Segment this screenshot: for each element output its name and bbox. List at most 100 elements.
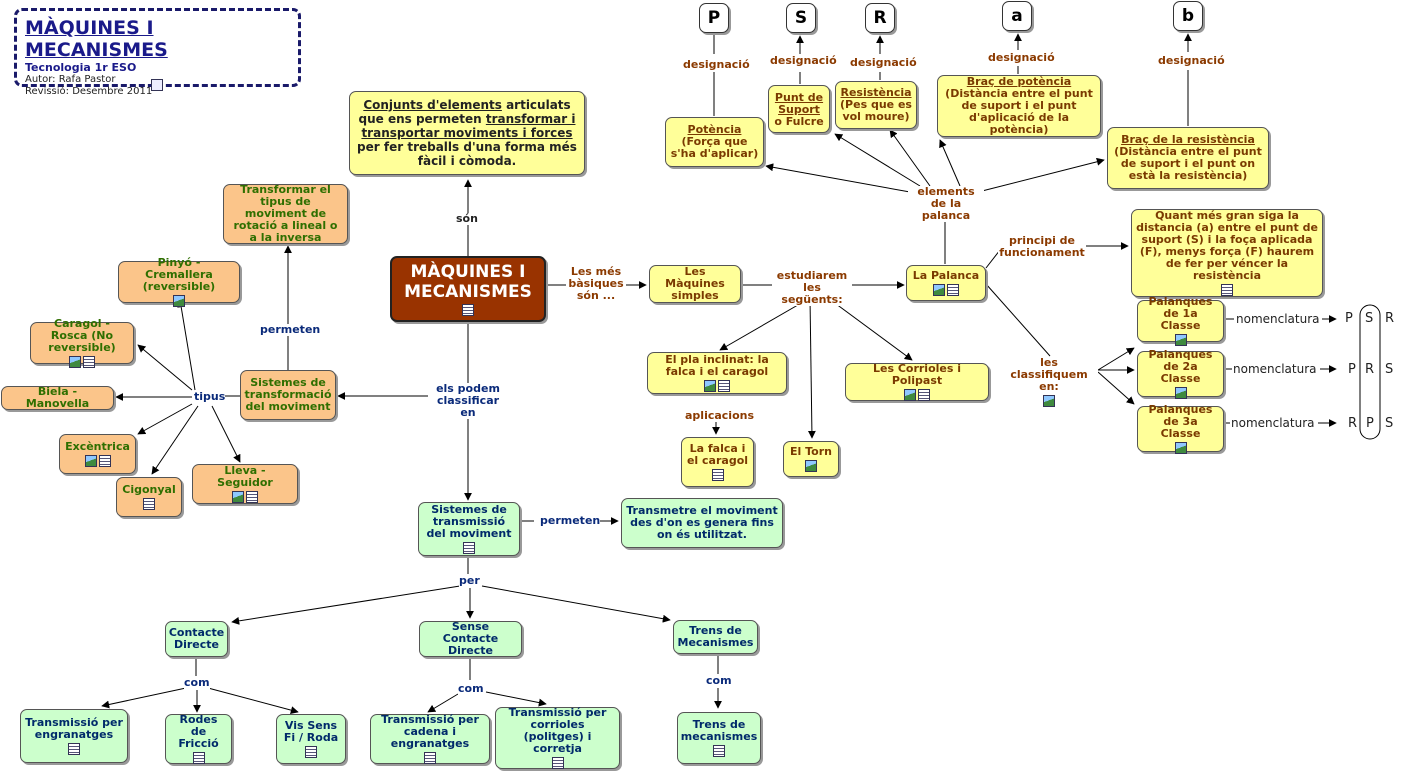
node-pinyo[interactable]: Pinyó - Cremallera (reversible) — [118, 257, 240, 307]
node-simples[interactable]: Les Màquines simples — [649, 265, 741, 303]
document-icon[interactable] — [192, 752, 205, 764]
document-icon[interactable] — [713, 745, 725, 757]
image-icon[interactable] — [1043, 395, 1055, 407]
revision-text: Revissió: Desembre 2011 — [25, 86, 153, 97]
link-label-elements: elements de la palanca — [908, 186, 984, 222]
document-icon[interactable] — [718, 380, 730, 392]
node-contacte[interactable]: Contacte Directe — [165, 621, 228, 657]
link-label-designacio-s: designació — [770, 54, 837, 67]
link-label-nomenclatura-3: nomenclatura — [1231, 416, 1315, 430]
page-subtitle: Tecnologia 1r ESO — [25, 61, 137, 74]
image-icon[interactable] — [704, 380, 716, 392]
node-rodes[interactable]: Rodes de Fricció — [165, 714, 232, 764]
node-biela[interactable]: Biela - Manovella — [1, 386, 114, 410]
node-palanca[interactable]: La Palanca — [906, 265, 986, 301]
image-icon[interactable] — [69, 356, 81, 368]
node-transmetre[interactable]: Transmetre el moviment des d'on es gener… — [621, 498, 783, 548]
node-trens[interactable]: Trens de Mecanismes — [673, 620, 758, 654]
document-icon[interactable] — [711, 469, 724, 481]
main-concept-node[interactable]: MÀQUINES I MECANISMES — [390, 256, 546, 322]
node-corrioles-transmissio[interactable]: Transmissió per corrioles (politges) i c… — [495, 707, 620, 769]
node-classe-2[interactable]: Palanques de 2a Classe — [1137, 349, 1224, 399]
image-icon[interactable] — [1174, 387, 1187, 399]
nomenclature-2-c: S — [1385, 362, 1394, 377]
link-label-permeten-1: permeten — [260, 323, 321, 336]
link-label-designacio-r: designació — [850, 56, 917, 69]
document-icon[interactable] — [424, 752, 436, 764]
node-sense-contacte[interactable]: Sense Contacte Directe — [419, 621, 522, 657]
document-icon[interactable] — [462, 304, 474, 316]
author-text: Autor: Rafa Pastor — [25, 74, 116, 85]
node-pla-inclinat[interactable]: El pla inclinat: la falca i el caragol — [647, 352, 787, 394]
definition-part-3: transformar i transportar moviments i fo… — [361, 112, 576, 140]
image-icon[interactable] — [1174, 442, 1187, 454]
nomenclature-3-c: S — [1385, 416, 1394, 431]
document-icon[interactable] — [83, 356, 95, 368]
node-transformacio[interactable]: Sistemes de transformació del moviment — [240, 370, 336, 420]
node-excentrica[interactable]: Excèntrica — [59, 434, 136, 474]
node-corrioles[interactable]: Les Corrioles i Polipast — [845, 363, 989, 401]
node-transmissio[interactable]: Sistemes de transmissió del moviment — [418, 502, 520, 556]
link-label-com-1: com — [184, 676, 210, 689]
node-cadena[interactable]: Transmissió per cadena i engranatges — [370, 714, 490, 764]
image-icon[interactable] — [805, 460, 817, 472]
document-icon[interactable] — [947, 284, 959, 296]
node-cigonyal[interactable]: Cigonyal — [116, 477, 182, 517]
image-icon[interactable] — [904, 389, 916, 401]
node-classe-1[interactable]: Palanques de 1a Classe — [1137, 296, 1224, 346]
document-icon[interactable] — [1221, 284, 1233, 296]
node-classe-3[interactable]: Palanques de 3a Classe — [1137, 404, 1224, 454]
document-icon[interactable] — [551, 757, 564, 769]
link-label-com-2: com — [458, 682, 484, 695]
node-caragol[interactable]: Caragol - Rosca (No reversible) — [30, 318, 134, 368]
node-brac-potencia[interactable]: Braç de potència(Distància entre el punt… — [937, 75, 1101, 137]
image-icon[interactable] — [1174, 334, 1187, 346]
document-icon[interactable] — [246, 491, 258, 503]
document-icon[interactable] — [918, 389, 930, 401]
nomenclature-1-c: R — [1385, 311, 1395, 326]
node-brac-resistencia[interactable]: Braç de la resistència(Distància entre e… — [1107, 127, 1269, 189]
concept-map-icon[interactable] — [151, 79, 163, 91]
link-label-principi: principi de funcionament — [998, 234, 1086, 259]
image-icon[interactable] — [232, 491, 244, 503]
document-icon[interactable] — [305, 746, 317, 758]
image-icon[interactable] — [84, 455, 97, 467]
link-label-tipus: tipus — [194, 390, 226, 403]
link-label-designacio-p: designació — [683, 58, 750, 71]
document-icon[interactable] — [68, 743, 80, 755]
definition-part-2: articulats que ens permeten — [358, 98, 571, 126]
image-icon[interactable] — [173, 295, 185, 307]
letter-r: R — [865, 3, 895, 33]
nomenclature-1-b: S — [1365, 311, 1374, 326]
link-label-nomenclatura-2: nomenclatura — [1233, 362, 1317, 376]
image-icon[interactable] — [933, 284, 945, 296]
letter-p: P — [699, 3, 729, 33]
letter-s: S — [786, 3, 816, 33]
definition-node: Conjunts d'elements articulats que ens p… — [349, 91, 585, 175]
node-falca[interactable]: La falca i el caragol — [681, 437, 754, 487]
node-resistencia[interactable]: Resistència(Pes que es vol moure) — [835, 81, 917, 129]
document-icon[interactable] — [143, 498, 155, 510]
node-transformar[interactable]: Transformar el tipus de moviment de rota… — [223, 184, 348, 244]
nomenclature-3-a: R — [1348, 416, 1358, 431]
link-label-podem: els podem classificar en — [428, 383, 508, 419]
nomenclature-3-b: P — [1366, 416, 1374, 431]
node-vis[interactable]: Vis Sens Fi / Roda — [276, 714, 346, 764]
link-label-per: per — [459, 574, 480, 587]
link-label-estudiarem: estudiarem les següents: — [772, 270, 852, 306]
link-label-classifiquem: les classifiquem en: — [1000, 357, 1098, 407]
document-icon[interactable] — [98, 455, 111, 467]
node-lleva[interactable]: Lleva - Seguidor — [192, 464, 298, 504]
node-engranatges[interactable]: Transmissió per engranatges — [20, 709, 128, 763]
node-potencia[interactable]: Potència(Força que s'ha d'aplicar) — [665, 117, 764, 167]
node-principi[interactable]: Quant més gran siga la distancia (a) ent… — [1131, 209, 1323, 297]
node-trens-mecanismes[interactable]: Trens de mecanismes — [677, 712, 761, 764]
definition-part-4: per fer treballs d'una forma més fàcil i… — [357, 140, 577, 168]
document-icon[interactable] — [463, 542, 475, 554]
link-label-com-3: com — [706, 674, 732, 687]
header-card: MÀQUINES I MECANISMES Tecnologia 1r ESO … — [14, 8, 301, 97]
node-torn[interactable]: El Torn — [783, 441, 839, 477]
link-label-permeten-2: permeten — [540, 514, 601, 527]
